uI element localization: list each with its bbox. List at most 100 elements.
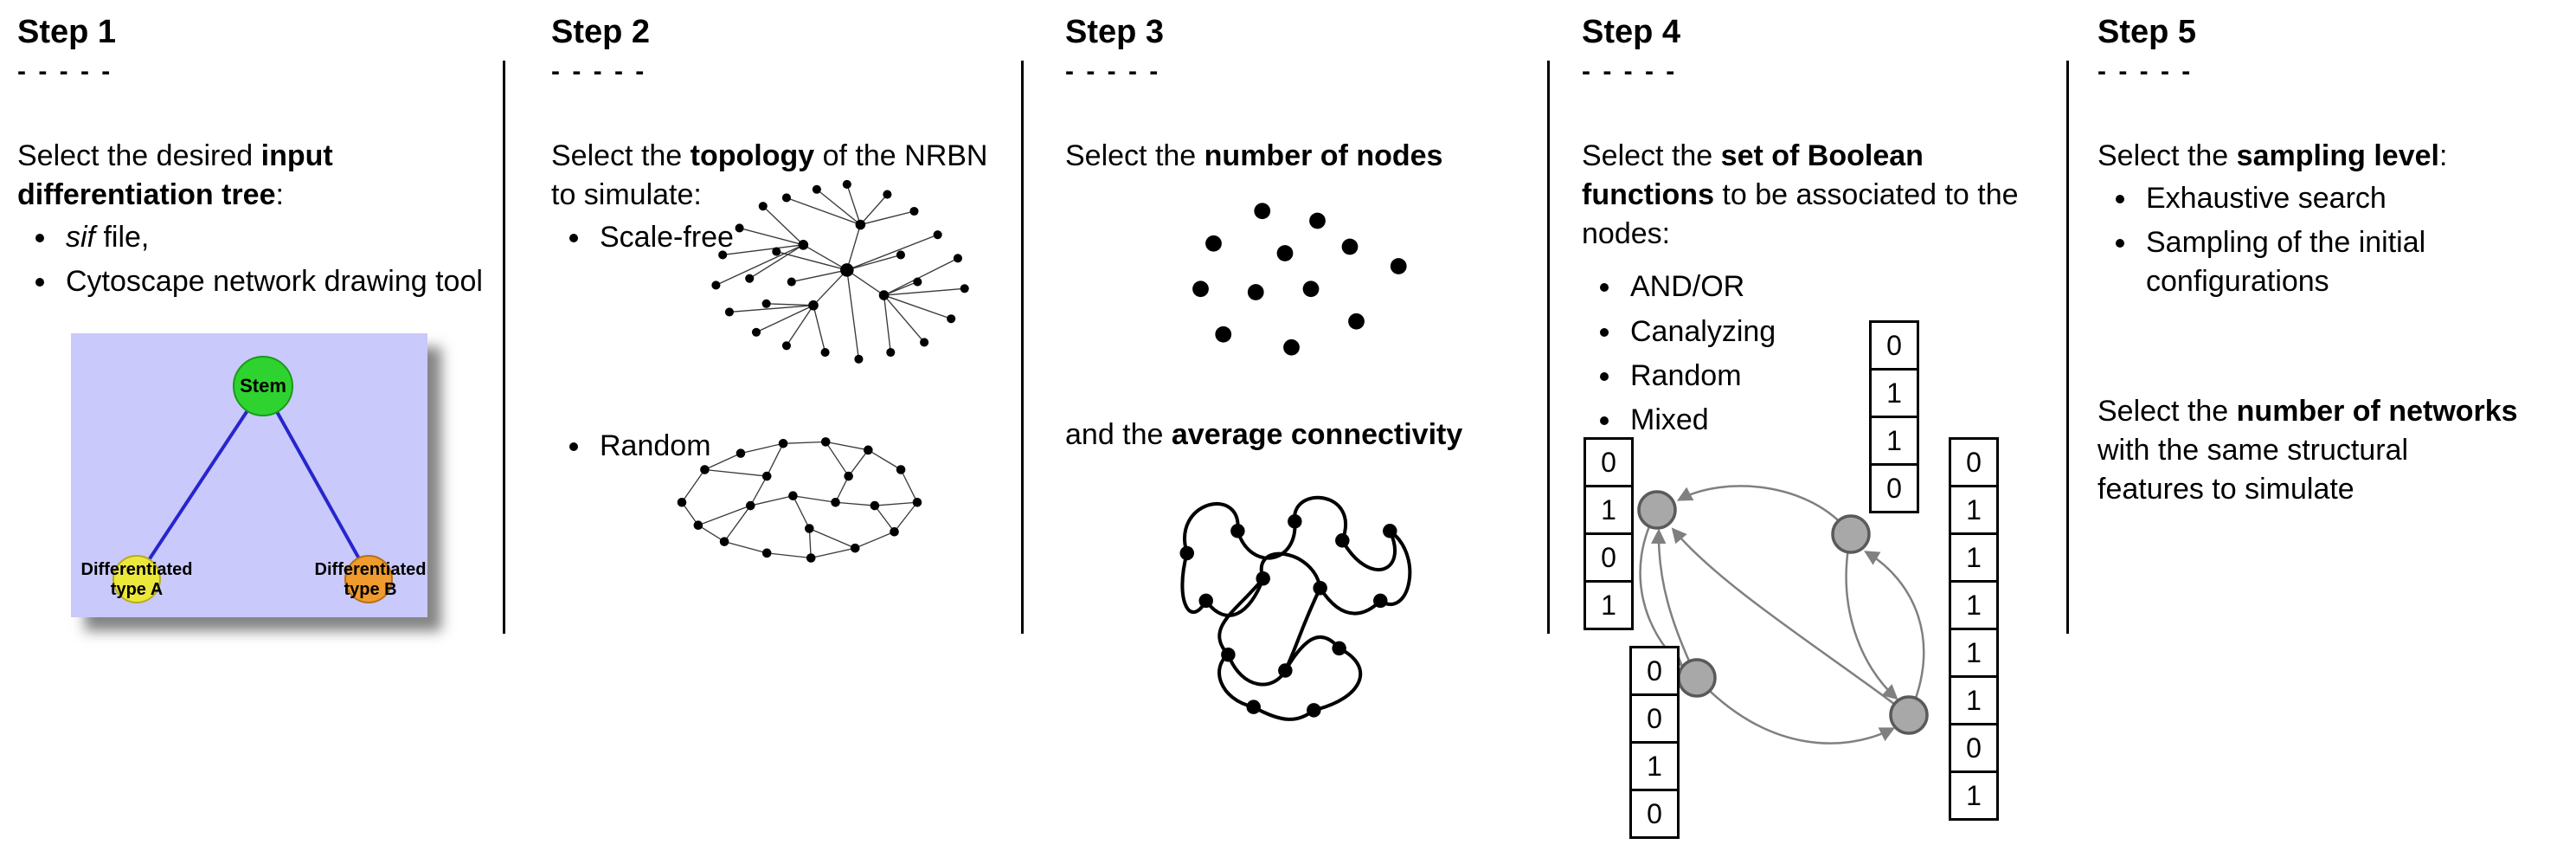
type-b-node [344,554,393,603]
intro-text: Select the desired [17,139,261,172]
truth-table-cell: 1 [1869,368,1919,418]
bullet-text: Scale-free [600,221,734,255]
network-node [1831,514,1871,554]
step-5-panel: Step 5 - - - - - Select the sampling lev… [2069,0,2576,851]
intro-text: Select the [1065,139,1204,172]
truth-table-cell: 0 [1949,437,1999,487]
step-2-panel: Step 2 - - - - - Select the topology of … [505,0,1021,851]
bullet-text: Random [1630,358,1742,392]
truth-table-right: 0 1 1 1 1 1 0 1 [1949,437,1999,821]
step-2-dashed-separator: - - - - - [551,56,647,86]
bullet-and-or: AND/OR [1623,268,1841,306]
intro-bold-text: topology [690,139,815,172]
step-5-dashed-separator: - - - - - [2097,56,2194,86]
network-node [1889,695,1929,735]
step-3-line-1: Select the number of nodes [1065,137,1530,176]
label-line: Differentiated [80,559,193,579]
intro-bold-text: number of nodes [1204,139,1443,172]
step-3-dashed-separator: - - - - - [1065,56,1161,86]
column-divider [503,61,505,634]
label-line: type B [344,579,397,599]
step-4-dashed-separator: - - - - - [1582,56,1678,86]
network-edges [716,184,965,359]
bullet-text: Mixed [1630,403,1709,436]
label-line: type A [110,579,164,599]
network-edges [681,441,918,559]
step-5-second-paragraph: Select the number of networks with the s… [2097,392,2521,510]
intro-text: Select the [2097,394,2237,428]
truth-table-cell: 0 [1869,463,1919,513]
truth-table-bottom: 0 0 1 0 [1629,646,1680,839]
step-5-bullet-list: Exhaustive search Sampling of the initia… [2097,179,2559,302]
step-4-panel: Step 4 - - - - - Select the set of Boole… [1550,0,2066,851]
intro-text: : [275,177,284,211]
differentiation-tree-figure: Stem Differentiated type A Differentiate… [71,332,427,617]
intro-bold-text: number of networks [2236,394,2518,428]
stem-label: Stem [240,374,286,396]
truth-table-cell: 1 [1949,675,1999,725]
truth-table-cell: 1 [1949,628,1999,678]
tree-edges [137,385,370,577]
bullet-mixed: Mixed [1623,401,1841,440]
step-1-title: Step 1 [17,14,117,50]
bullet-text: Random [600,429,711,463]
truth-table-cell: 1 [1949,532,1999,583]
bullet-exhaustive-search: Exhaustive search [2139,179,2559,218]
truth-table-cell: 1 [1949,580,1999,630]
step-5-intro: Select the sampling level: [2097,137,2559,176]
bullet-text: Sampling of the initial configurations [2146,226,2426,299]
intro-text: Select the [1582,139,1721,172]
bullet-text: AND/OR [1630,270,1745,304]
step-5-title: Step 5 [2097,14,2197,50]
bullet-random: Random [593,427,1004,466]
truth-table-cell: 0 [1629,789,1680,839]
network-nodes [677,437,922,563]
scale-free-network-figure [711,179,969,364]
network-nodes [711,179,969,364]
intro-text: and the [1065,417,1172,451]
bullet-text: Canalyzing [1630,314,1776,348]
bullet-random: Random [1623,357,1841,396]
bullet-canalyzing: Canalyzing [1623,313,1841,351]
intro-bold-text: average connectivity [1171,417,1463,451]
type-a-label: Differentiated type A [59,560,215,600]
bullet-text: Cytoscape network drawing tool [66,265,483,299]
truth-table-cell: 0 [1584,437,1634,487]
column-divider [1021,61,1024,634]
nodes-scatter-figure [1192,203,1407,356]
sif-italic: sif [66,221,95,255]
step-2-intro: Select the topology of the NRBN to simul… [551,137,1004,215]
bullet-sif-file: sif file, [59,218,485,257]
step-4-bullet-list: AND/OR Canalyzing Random Mixed [1582,268,1841,440]
intro-bold-text: sampling level [2236,139,2439,172]
random-network-figure [677,437,922,563]
intro-text: Select the [2097,139,2237,172]
bullet-cytoscape: Cytoscape network drawing tool [59,262,485,301]
bullet-text: Exhaustive search [2146,181,2386,215]
column-divider [2066,61,2069,634]
truth-table-cell: 1 [1629,741,1680,791]
label-line: Differentiated [314,559,427,579]
step-3-title: Step 3 [1065,14,1165,50]
truth-table-cell: 0 [1629,693,1680,744]
network-node [1677,658,1717,698]
step-3-panel: Step 3 - - - - - Select the number of no… [1024,0,1547,851]
intro-text: with the same structural features to sim… [2097,433,2409,506]
truth-table-left: 0 1 0 1 [1584,437,1634,630]
stem-node: Stem [233,355,293,416]
truth-table-cell: 1 [1949,485,1999,535]
step-2-title: Step 2 [551,14,651,50]
intro-bold-text: input differentiation tree [17,139,333,211]
truth-table-cell: 1 [1869,416,1919,466]
step-4-intro: Select the set of Boolean functions to b… [1582,137,2049,255]
truth-table-cell: 0 [1949,723,1999,773]
step-1-panel: Step 1 - - - - - Select the desired inpu… [0,0,503,851]
intro-text: Select the [551,139,691,172]
truth-table-cell: 0 [1869,320,1919,371]
step-1-bullet-list: sif file, Cytoscape network drawing tool [17,218,485,301]
truth-table-top: 0 1 1 0 [1869,320,1919,513]
truth-table-cell: 1 [1584,485,1634,535]
bullet-scale-free: Scale-free [593,218,1004,257]
truth-table-cell: 0 [1584,532,1634,583]
